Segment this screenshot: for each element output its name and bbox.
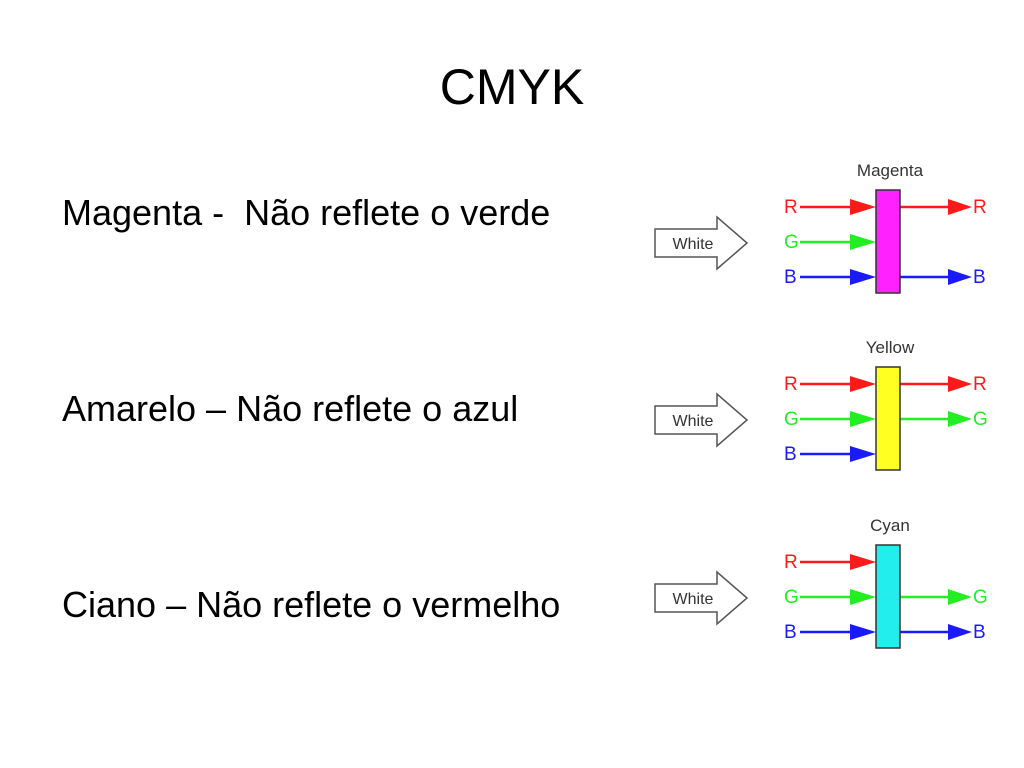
filter-name-label: Yellow (866, 338, 915, 357)
input-blue-label: B (784, 444, 797, 465)
output-green-label: G (973, 587, 988, 608)
input-red-arrow (800, 376, 876, 392)
magenta-description: Magenta - Não reflete o verde (62, 192, 551, 233)
input-green-arrow (800, 411, 876, 427)
output-red-label: R (973, 197, 987, 218)
white-light-label: White (673, 413, 714, 430)
filter-bar (875, 544, 901, 649)
white-light-label: White (673, 591, 714, 608)
input-green-arrow (800, 234, 876, 250)
slide-title: CMYK (439, 59, 585, 115)
output-green-label: G (973, 409, 988, 430)
output-red-arrow (900, 376, 972, 392)
cyan-description: Ciano – Não reflete o vermelho (62, 584, 561, 625)
input-green-arrow (800, 589, 876, 605)
filter-bar (875, 189, 901, 294)
input-red-label: R (784, 552, 798, 573)
input-blue-label: B (784, 267, 797, 288)
input-blue-arrow (800, 269, 876, 285)
filter-name-label: Cyan (870, 516, 910, 535)
input-blue-arrow (800, 446, 876, 462)
input-red-label: R (784, 374, 798, 395)
filter-name-label: Magenta (857, 161, 924, 180)
output-blue-arrow (900, 269, 972, 285)
white-light-arrow: White (654, 215, 749, 271)
input-blue-label: B (784, 622, 797, 643)
output-blue-arrow (900, 624, 972, 640)
input-green-label: G (784, 587, 799, 608)
yellow-description: Amarelo – Não reflete o azul (62, 388, 519, 429)
output-blue-label: B (973, 267, 986, 288)
input-green-label: G (784, 409, 799, 430)
white-light-label: White (673, 236, 714, 253)
input-red-arrow (800, 199, 876, 215)
output-green-arrow (900, 589, 972, 605)
white-light-arrow: White (654, 392, 749, 448)
filter-bar (875, 366, 901, 471)
input-blue-arrow (800, 624, 876, 640)
output-blue-label: B (973, 622, 986, 643)
input-red-arrow (800, 554, 876, 570)
output-red-arrow (900, 199, 972, 215)
white-light-arrow: White (654, 570, 749, 626)
input-red-label: R (784, 197, 798, 218)
output-red-label: R (973, 374, 987, 395)
input-green-label: G (784, 232, 799, 253)
output-green-arrow (900, 411, 972, 427)
